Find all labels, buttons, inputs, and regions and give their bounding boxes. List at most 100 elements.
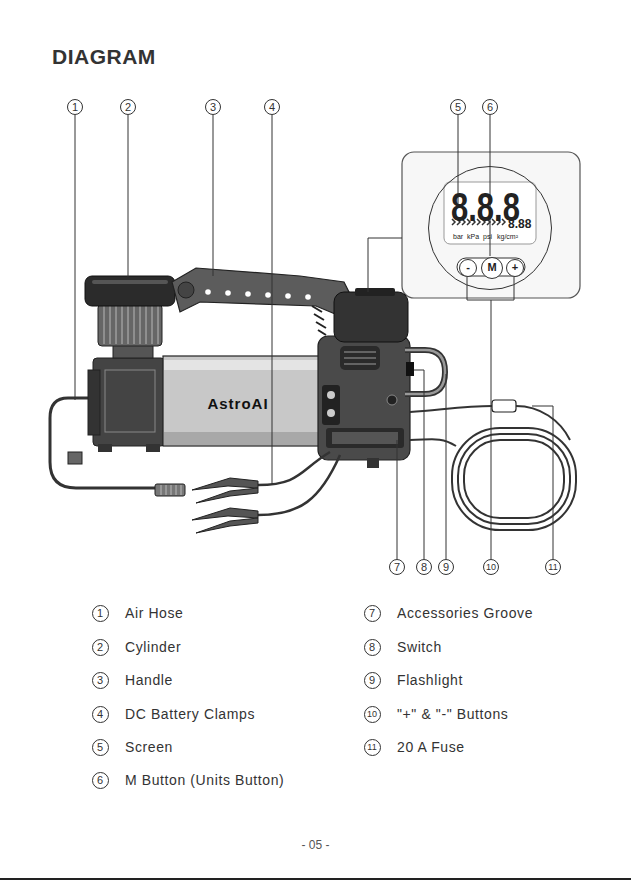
gauge-pad (355, 288, 395, 296)
button-label: M (482, 258, 502, 278)
fin-lines (104, 306, 158, 344)
diagram-title: DIAGRAM (52, 45, 156, 69)
callout-number: 3 (205, 99, 221, 115)
side-panel (322, 385, 340, 425)
leader-line (414, 370, 424, 559)
callout-number: 4 (264, 99, 280, 115)
callout-number: 6 (482, 99, 498, 115)
end-panel (105, 370, 155, 432)
control-housing (318, 336, 410, 460)
unit-label: kPa (467, 233, 479, 240)
list-number: 11 (364, 739, 381, 756)
leader-line (491, 300, 492, 559)
handle-holes (205, 289, 311, 300)
flashlight-lens (405, 350, 445, 394)
unit-label: bar (453, 233, 463, 240)
handle-hole (245, 291, 251, 297)
unit-label: kg/cm² (497, 233, 518, 240)
button-label: - (460, 260, 476, 276)
callout-number: 9 (438, 559, 454, 575)
part-name: 20 A Fuse (397, 738, 465, 756)
footer-rule (0, 878, 631, 880)
side-knob (327, 409, 335, 417)
handle-hole (285, 293, 291, 299)
end-bracket (88, 370, 100, 435)
button-label: + (507, 260, 523, 276)
handle-knob (178, 282, 194, 298)
unit-label: psi (483, 233, 492, 240)
main-body (163, 356, 325, 446)
gauge-housing (334, 292, 408, 342)
body-shade (164, 432, 324, 445)
foot (98, 444, 112, 452)
part-name: Screen (125, 738, 173, 756)
callout-number: 2 (120, 99, 136, 115)
grip-ribs (312, 306, 326, 335)
page-number: - 05 - (0, 838, 631, 852)
display-screen: 8.8.88.88barkPapsikg/cm²-M+ (428, 166, 552, 290)
side-knob (327, 391, 335, 399)
power-cord (410, 439, 456, 446)
leader-line (532, 406, 553, 559)
list-number: 8 (364, 639, 381, 656)
list-number: 7 (364, 605, 381, 622)
power-cord (410, 406, 492, 412)
leader-line (213, 115, 214, 276)
groove-inner (332, 432, 398, 444)
clamp-wire (258, 452, 330, 485)
vent-grille (340, 346, 380, 370)
minus-button: - (459, 259, 477, 277)
handle-hole (265, 292, 271, 298)
switch (406, 362, 414, 376)
cylinder-cap (85, 276, 175, 306)
chuck-knurl (161, 485, 181, 495)
handle-hole (305, 294, 311, 300)
hose-chuck (155, 484, 185, 496)
part-name: Handle (125, 671, 173, 689)
battery-clamp (192, 508, 258, 533)
foot (367, 458, 379, 468)
plus-button: + (506, 259, 524, 277)
motor-end (93, 358, 165, 446)
list-number: 1 (92, 605, 109, 622)
cylinder-fins (98, 304, 162, 346)
screen-panel (444, 182, 536, 244)
leader-lines (75, 115, 553, 559)
callout-number: 7 (389, 559, 405, 575)
bracket-line (467, 277, 514, 300)
handle-hole (205, 289, 211, 295)
grille-lines (344, 352, 376, 364)
display-inset (402, 152, 580, 298)
list-number: 9 (364, 672, 381, 689)
callout-number: 11 (545, 559, 561, 575)
flashlight-loop (405, 350, 445, 394)
callout-number: 8 (416, 559, 432, 575)
part-name: Cylinder (125, 638, 181, 656)
cord-coil (464, 440, 564, 518)
part-name: M Button (Units Button) (125, 771, 284, 789)
callout-number: 5 (450, 99, 466, 115)
list-number: 2 (92, 639, 109, 656)
side-button (387, 395, 397, 405)
cap-highlight (92, 280, 168, 284)
callout-number: 10 (483, 559, 499, 575)
leader-line (272, 115, 273, 484)
handle-hole (225, 290, 231, 296)
list-number: 6 (92, 772, 109, 789)
foot (146, 444, 160, 452)
hose-fitting (68, 452, 82, 464)
battery-clamp (192, 478, 258, 503)
leader-line (397, 440, 398, 559)
list-number: 4 (92, 706, 109, 723)
accessories-groove (326, 428, 404, 448)
brand-logo: AstroAI (178, 395, 298, 412)
list-number: 5 (92, 739, 109, 756)
leader-line (75, 115, 76, 400)
preset-digits: 8.88 (508, 217, 531, 230)
part-name: Flashlight (397, 671, 463, 689)
cord-coil (452, 428, 576, 530)
m-button: M (481, 257, 503, 279)
list-number: 3 (92, 672, 109, 689)
handle (172, 268, 352, 316)
